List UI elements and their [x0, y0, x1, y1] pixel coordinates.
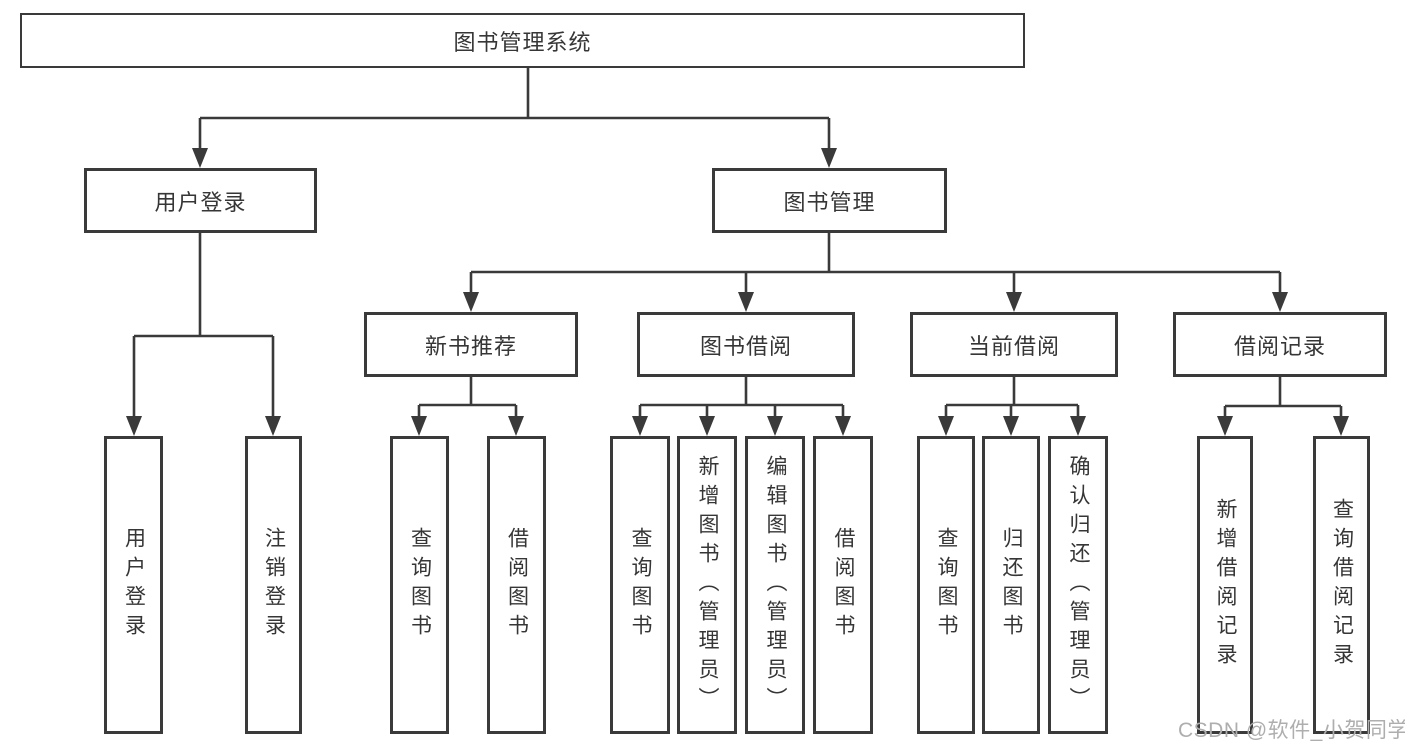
node-book-management: 图书管理 — [712, 168, 947, 233]
leaf-logout: 注销登录 — [245, 436, 302, 734]
leaf-borrow-books: 借阅图书 — [813, 436, 873, 734]
node-new-book-recommend: 新书推荐 — [364, 312, 578, 377]
leaf-confirm-return-admin: 确认归还（管理员） — [1048, 436, 1108, 734]
watermark: CSDN @软件_小贺同学 — [1178, 719, 1405, 742]
node-borrowing-records: 借阅记录 — [1173, 312, 1387, 377]
leaf-query-borrow-record: 查询借阅记录 — [1313, 436, 1370, 734]
arrowhead-icons — [126, 148, 1349, 436]
leaf-recommend-query-books: 查询图书 — [390, 436, 449, 734]
node-book-borrowing: 图书借阅 — [637, 312, 855, 377]
leaf-user-login: 用户登录 — [104, 436, 163, 734]
leaf-current-query-books: 查询图书 — [917, 436, 975, 734]
node-library-management-system: 图书管理系统 — [20, 13, 1025, 68]
leaf-return-book: 归还图书 — [982, 436, 1040, 734]
leaf-recommend-borrow-books: 借阅图书 — [487, 436, 546, 734]
leaf-add-book-admin: 新增图书（管理员） — [677, 436, 737, 734]
leaf-add-borrow-record: 新增借阅记录 — [1197, 436, 1253, 734]
node-user-login-group: 用户登录 — [84, 168, 317, 233]
node-current-borrowing: 当前借阅 — [910, 312, 1118, 377]
leaf-borrow-query-books: 查询图书 — [610, 436, 670, 734]
leaf-edit-book-admin: 编辑图书（管理员） — [745, 436, 805, 734]
